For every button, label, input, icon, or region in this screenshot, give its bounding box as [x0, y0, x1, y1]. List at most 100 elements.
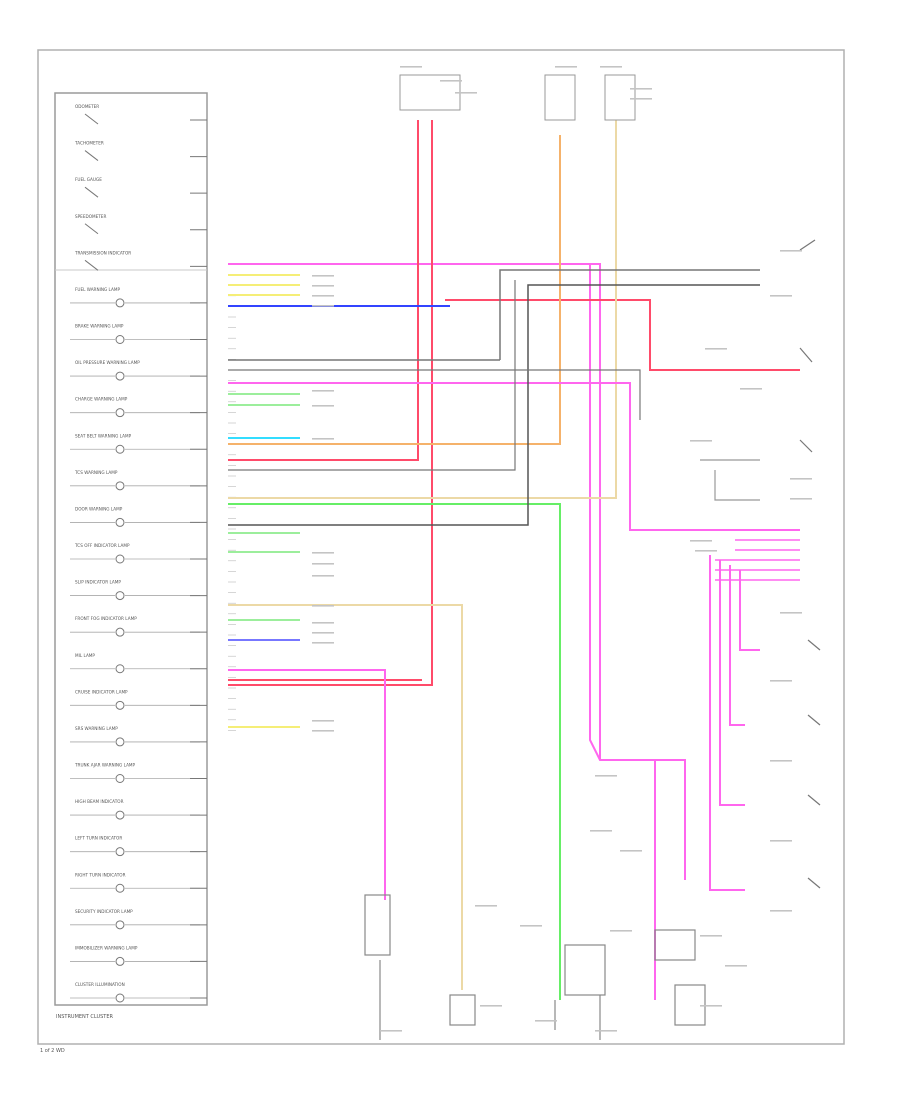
label-placeholder	[312, 438, 334, 440]
cluster-item: IMMOBILIZER WARNING LAMP	[70, 945, 207, 966]
label-placeholder	[790, 498, 812, 500]
cluster-item: CRUISE INDICATOR LAMP	[70, 689, 207, 710]
cluster-item-label: FUEL GAUGE	[75, 177, 102, 182]
pink-wire-right-2	[719, 560, 745, 806]
green-wire	[228, 503, 561, 1000]
label-placeholder	[312, 552, 334, 554]
lamp-icon	[115, 554, 125, 564]
label-placeholder	[440, 80, 462, 82]
label-placeholder	[312, 405, 334, 407]
pink-wire-right-1	[709, 555, 745, 891]
fuse-blocks	[399, 74, 636, 121]
label-placeholder	[705, 348, 727, 350]
label-placeholder	[520, 925, 542, 927]
label-placeholder	[475, 905, 497, 907]
label-placeholder	[555, 66, 577, 68]
cluster-item-label: CLUSTER ILLUMINATION	[75, 982, 125, 987]
label-placeholder	[312, 275, 334, 277]
label-placeholder	[400, 66, 422, 68]
gray-wire-right	[700, 459, 760, 501]
label-placeholder	[690, 440, 712, 442]
cluster-item-label: TCS OFF INDICATOR LAMP	[74, 543, 130, 548]
cluster-item-label: TACHOMETER	[74, 141, 104, 146]
cluster-item-label: SRS WARNING LAMP	[75, 726, 118, 731]
cluster-item: CHARGE WARNING LAMP	[70, 397, 207, 418]
gauge-icon	[84, 113, 99, 125]
pink-wire-mid	[228, 382, 800, 531]
label-placeholder	[595, 1030, 617, 1032]
wires	[228, 120, 800, 1000]
label-placeholder	[780, 250, 802, 252]
cluster-item: HIGH BEAM INDICATOR	[70, 799, 207, 820]
lamp-icon	[115, 444, 125, 454]
label-placeholder	[790, 478, 812, 480]
cluster-item: FUEL WARNING LAMP	[70, 287, 207, 308]
pink-wire-lower	[228, 669, 386, 900]
pink-wire-right-5	[715, 539, 800, 581]
cluster-item: TRUNK AJAR WARNING LAMP	[70, 763, 207, 783]
pink-wire-top	[228, 263, 656, 1000]
lamp-icon	[115, 481, 125, 491]
label-placeholder	[312, 605, 334, 607]
cluster-item: TRANSMISSION INDICATOR	[74, 250, 207, 271]
footer-code: 1 of 2 WD	[40, 1048, 65, 1054]
cluster-item-label: TRUNK AJAR WARNING LAMP	[74, 763, 136, 768]
cluster-item: RIGHT TURN INDICATOR	[70, 872, 207, 893]
lamp-icon	[115, 371, 125, 381]
cluster-item: BRAKE WARNING LAMP	[70, 324, 207, 344]
label-placeholder	[312, 305, 334, 307]
cluster-item: DOOR WARNING LAMP	[70, 506, 207, 527]
lamp-icon	[115, 847, 125, 857]
cluster-item-label: ODOMETER	[75, 104, 99, 109]
lamp-icon	[115, 920, 125, 930]
lamp-icon	[115, 591, 125, 601]
cluster-item: FRONT FOG INDICATOR LAMP	[70, 616, 207, 637]
black-wire-1	[228, 284, 760, 526]
label-placeholder	[700, 935, 722, 937]
cluster-item-label: SECURITY INDICATOR LAMP	[75, 909, 133, 914]
cluster-item-label: CHARGE WARNING LAMP	[75, 397, 128, 402]
label-placeholder	[595, 775, 617, 777]
cluster-item: MIL LAMP	[70, 653, 207, 674]
label-placeholder	[630, 88, 652, 90]
cluster-items: ODOMETER TACHOMETER FUEL GAUGE SPEEDOMETER T…	[70, 104, 207, 1003]
cluster-item: FUEL GAUGE	[75, 177, 207, 198]
gauge-icon	[84, 259, 99, 271]
label-placeholder	[312, 285, 334, 287]
lamp-icon	[115, 335, 125, 344]
label-placeholder	[312, 295, 334, 297]
lamp-icon	[115, 517, 125, 527]
lamp-icon	[115, 774, 125, 783]
black-wire-2	[499, 269, 760, 360]
label-placeholder	[535, 1020, 557, 1022]
cluster-item-label: OIL PRESSURE WARNING LAMP	[75, 360, 140, 365]
label-placeholder	[770, 295, 792, 297]
orange-wire	[228, 135, 561, 445]
gauge-icon	[84, 223, 99, 235]
red-wire-2	[228, 120, 433, 686]
pink-wire-upper	[228, 263, 601, 760]
lamp-icon	[115, 408, 125, 418]
cluster-item-label: SPEEDOMETER	[75, 214, 106, 219]
gauge-icon	[84, 150, 99, 161]
lamp-icon	[115, 664, 125, 674]
label-placeholder	[690, 540, 712, 542]
lamp-icon	[115, 883, 125, 893]
cluster-item: CLUSTER ILLUMINATION	[70, 982, 207, 1003]
cluster-item: TCS OFF INDICATOR LAMP	[70, 543, 207, 564]
cluster-item-label: BRAKE WARNING LAMP	[75, 324, 124, 329]
cluster-item: SPEEDOMETER	[75, 214, 207, 235]
cluster-item-label: TCS WARNING LAMP	[74, 470, 118, 475]
instrument-cluster-box	[54, 92, 208, 1006]
cluster-item: SEAT BELT WARNING LAMP	[70, 433, 207, 454]
cluster-item-label: RIGHT TURN INDICATOR	[75, 872, 126, 877]
cluster-item: ODOMETER	[75, 104, 207, 125]
lamp-icon	[115, 810, 125, 820]
cluster-item-label: HIGH BEAM INDICATOR	[75, 799, 124, 804]
red-wire-4	[445, 299, 800, 371]
label-placeholder	[695, 550, 717, 552]
gauge-icon	[84, 186, 99, 198]
cluster-item-label: FUEL WARNING LAMP	[75, 287, 120, 292]
label-placeholder	[725, 965, 747, 967]
right-switches	[799, 239, 821, 889]
